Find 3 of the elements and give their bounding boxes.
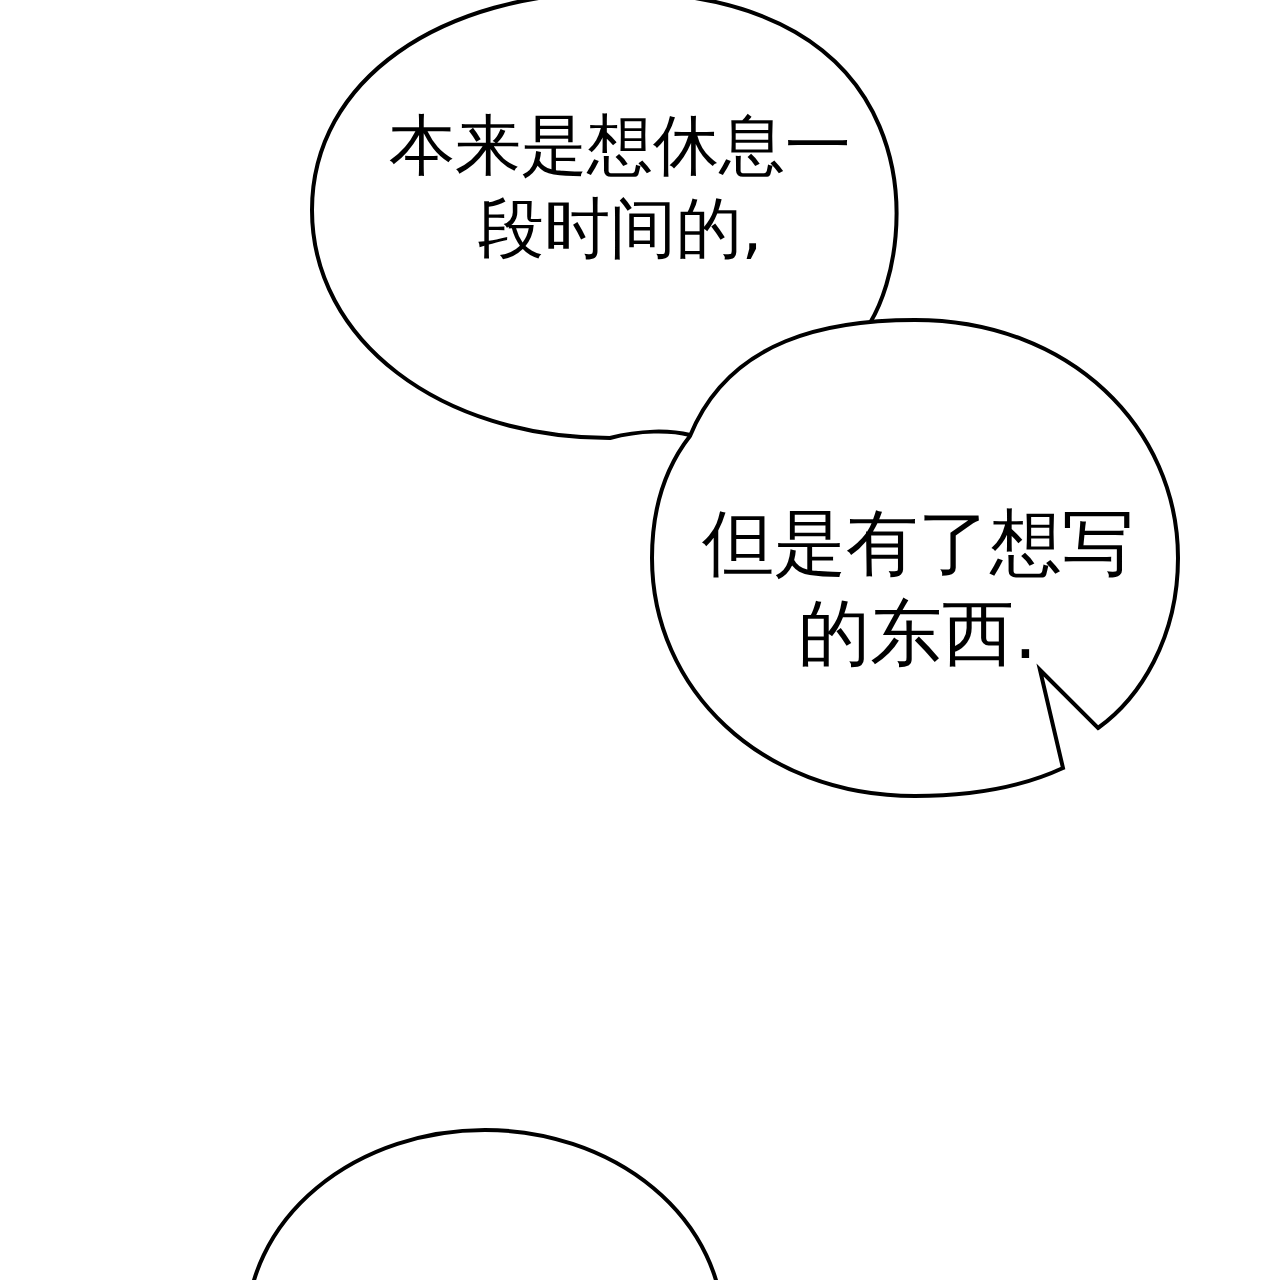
- speech-bubble: [650, 318, 1180, 800]
- speech-text: 本来是想休息一段时间的,: [388, 106, 852, 269]
- speech-text: 但是有了想写的东西.: [700, 500, 1135, 677]
